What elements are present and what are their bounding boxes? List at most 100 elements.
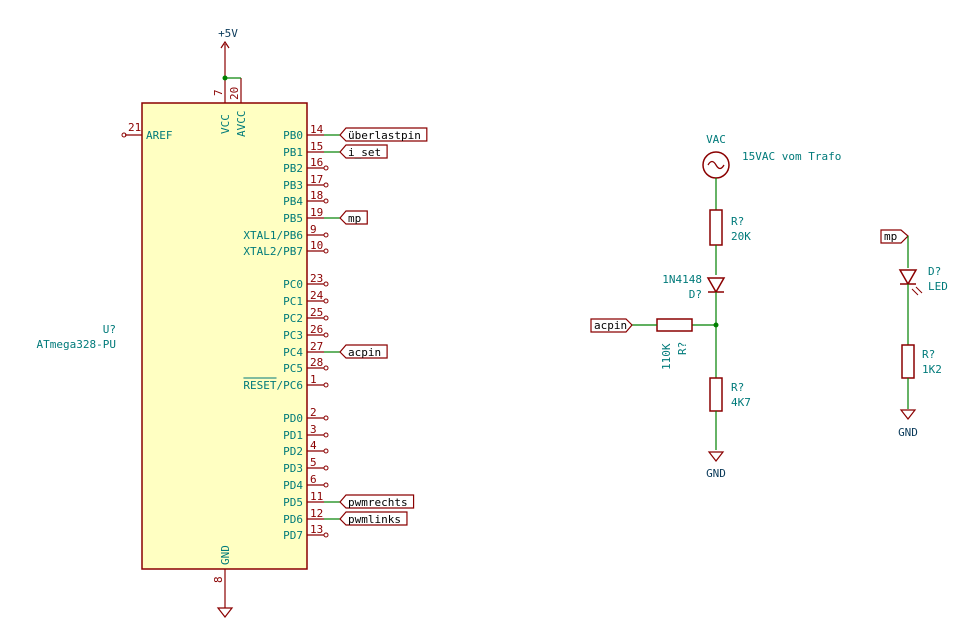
pin-name-vcc: VCC: [219, 114, 232, 134]
unconnected-pin-marker: [323, 198, 329, 204]
pin-num: 23: [310, 272, 323, 285]
unconnected-pin-marker: [323, 281, 329, 287]
net-label-i-set[interactable]: i_set: [339, 144, 388, 159]
pin-num: 16: [310, 156, 323, 169]
acpin-label-ac[interactable]: acpin: [590, 318, 633, 333]
unconnected-pin-marker: [323, 532, 329, 538]
led-gnd-symbol[interactable]: GND: [898, 409, 918, 439]
pin-num: 2: [310, 406, 317, 419]
pin-name: PD6: [283, 513, 303, 526]
net-label-text: i_set: [348, 146, 381, 159]
pin-name: RESET/PC6: [243, 379, 303, 392]
unconnected-pin-marker: [323, 465, 329, 471]
net-label-text: pwmrechts: [348, 496, 408, 509]
diode-1n4148[interactable]: 1N4148 D?: [662, 273, 726, 301]
pin-num-avcc: 20: [228, 87, 241, 100]
pin-name: XTAL2/PB7: [243, 245, 303, 258]
ac-source-value: 15VAC vom Trafo: [742, 150, 841, 163]
mcu-body: [141, 102, 308, 570]
unconnected-pin-marker: [323, 448, 329, 454]
pin-num-aref: 21: [128, 121, 141, 134]
mp-label-led-text: mp: [884, 230, 897, 243]
pin-num: 13: [310, 523, 323, 536]
pin-name: PB2: [283, 162, 303, 175]
unconnected-pin-marker: [323, 165, 329, 171]
pin-num: 24: [310, 289, 324, 302]
pin-name: PC4: [283, 346, 303, 359]
resistor-4k7-ref: R?: [731, 381, 744, 394]
resistor-4k7[interactable]: R? 4K7: [709, 377, 751, 412]
pin-num: 1: [310, 373, 317, 386]
resistor-1k2-value: 1K2: [922, 363, 942, 376]
resistor-110k-ref: R?: [676, 342, 689, 355]
pin-num-gnd: 8: [212, 576, 225, 583]
ac-source[interactable]: VAC 15VAC vom Trafo: [702, 133, 841, 179]
led-ref: D?: [928, 265, 941, 278]
unconnected-pin-marker: [323, 182, 329, 188]
pin-name: PD0: [283, 412, 303, 425]
pin-num: 27: [310, 340, 323, 353]
net-label-pwmrechts[interactable]: pwmrechts: [339, 494, 415, 509]
pin-name: PB3: [283, 179, 303, 192]
unconnected-pin-marker: [323, 332, 329, 338]
unconnected-pin-marker: [323, 415, 329, 421]
resistor-20k-value: 20K: [731, 230, 751, 243]
net-label-pwmlinks[interactable]: pwmlinks: [339, 511, 408, 526]
unconnected-pin-marker: [323, 432, 329, 438]
unconnected-pin-marker: [323, 248, 329, 254]
diode-ref: D?: [689, 288, 702, 301]
pin-name: XTAL1/PB6: [243, 229, 303, 242]
unconnected-pin-marker: [323, 315, 329, 321]
pin-name: PB5: [283, 212, 303, 225]
net-label-text: überlastpin: [348, 129, 421, 142]
pin-num: 6: [310, 473, 317, 486]
resistor-110k-value: 110K: [660, 343, 673, 370]
resistor-1k2[interactable]: R? 1K2: [901, 344, 942, 379]
net-label--berlastpin[interactable]: überlastpin: [339, 127, 428, 142]
led-gnd-label: GND: [898, 426, 918, 439]
pin-name: PC0: [283, 278, 303, 291]
unconnected-pin-marker: [323, 482, 329, 488]
pin-num: 18: [310, 189, 323, 202]
net-label-text: pwmlinks: [348, 513, 401, 526]
pin-num: 3: [310, 423, 317, 436]
net-label-mp[interactable]: mp: [339, 210, 368, 225]
pin-name: PD3: [283, 462, 303, 475]
resistor-4k7-value: 4K7: [731, 396, 751, 409]
mcu-pin-pb0: PB0 14 überlastpin: [283, 123, 428, 142]
mcu-pin-pc1: PC1 24: [283, 289, 329, 308]
resistor-20k[interactable]: R? 20K: [709, 209, 751, 246]
unconnected-pin-marker: [323, 382, 329, 388]
net-label-acpin[interactable]: acpin: [339, 344, 388, 359]
unconnected-pin-marker: [323, 365, 329, 371]
pin-name-gnd: GND: [219, 545, 232, 565]
pin-name: PC1: [283, 295, 303, 308]
pin-name: PC5: [283, 362, 303, 375]
ac-gnd-symbol[interactable]: GND: [706, 451, 726, 480]
unconnected-pin-marker: [323, 232, 329, 238]
mp-label-led[interactable]: mp: [880, 229, 909, 244]
pin-name: PB0: [283, 129, 303, 142]
pin-num: 14: [310, 123, 324, 136]
pin-num: 15: [310, 140, 323, 153]
resistor-110k[interactable]: 110K R?: [656, 318, 693, 370]
led-symbol[interactable]: D? LED: [898, 265, 948, 296]
pin-name-avcc: AVCC: [235, 111, 248, 138]
pin-num: 9: [310, 223, 317, 236]
resistor-1k2-ref: R?: [922, 348, 935, 361]
power-5v-symbol[interactable]: +5V: [218, 27, 241, 81]
junction-dot: [222, 75, 228, 81]
mcu-gnd-symbol[interactable]: [216, 595, 234, 618]
